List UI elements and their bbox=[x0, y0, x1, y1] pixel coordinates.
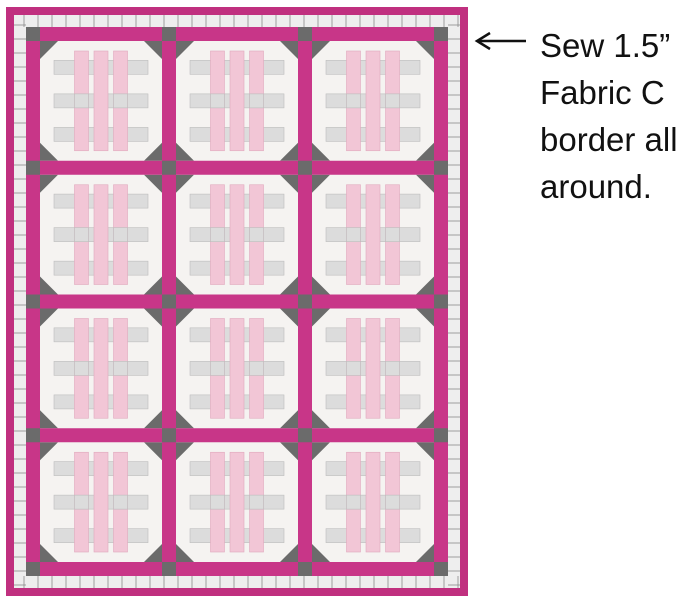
pink-weave-strip bbox=[94, 452, 108, 552]
weave-crossing bbox=[210, 361, 224, 375]
cornerstone bbox=[298, 161, 312, 175]
instruction-line-2: Fabric C bbox=[540, 69, 678, 116]
pink-weave-strip bbox=[230, 452, 244, 552]
weave-crossing bbox=[346, 94, 360, 108]
weave-crossing bbox=[210, 495, 224, 509]
cornerstone bbox=[162, 161, 176, 175]
weave-crossing bbox=[114, 361, 128, 375]
sashing-horizontal bbox=[26, 295, 448, 309]
pink-weave-strip bbox=[230, 319, 244, 419]
pink-weave-strip bbox=[366, 185, 380, 285]
sashing-horizontal bbox=[26, 161, 448, 175]
pink-weave-strip bbox=[366, 319, 380, 419]
cornerstone bbox=[434, 295, 448, 309]
pink-weave-strip bbox=[94, 185, 108, 285]
weave-crossing bbox=[74, 495, 88, 509]
weave-crossing bbox=[386, 361, 400, 375]
weave-crossing bbox=[114, 495, 128, 509]
cornerstone bbox=[26, 161, 40, 175]
weave-crossing bbox=[250, 361, 264, 375]
sashing-horizontal bbox=[26, 428, 448, 442]
weave-crossing bbox=[74, 361, 88, 375]
weave-crossing bbox=[346, 228, 360, 242]
cornerstone bbox=[298, 562, 312, 576]
weave-crossing bbox=[346, 495, 360, 509]
weave-crossing bbox=[210, 228, 224, 242]
cornerstone bbox=[434, 27, 448, 41]
weave-crossing bbox=[386, 495, 400, 509]
instruction-line-1: Sew 1.5” bbox=[540, 22, 678, 69]
cornerstone bbox=[434, 428, 448, 442]
cornerstone bbox=[162, 428, 176, 442]
weave-crossing bbox=[250, 228, 264, 242]
pink-weave-strip bbox=[94, 51, 108, 151]
cornerstone bbox=[162, 295, 176, 309]
weave-crossing bbox=[210, 94, 224, 108]
cornerstone bbox=[162, 562, 176, 576]
instruction-line-3: border all bbox=[540, 116, 678, 163]
pink-weave-strip bbox=[230, 51, 244, 151]
cornerstone bbox=[298, 295, 312, 309]
cornerstone bbox=[434, 562, 448, 576]
weave-crossing bbox=[74, 94, 88, 108]
weave-crossing bbox=[114, 94, 128, 108]
weave-crossing bbox=[346, 361, 360, 375]
cornerstone bbox=[26, 27, 40, 41]
weave-crossing bbox=[74, 228, 88, 242]
weave-crossing bbox=[250, 94, 264, 108]
cornerstone bbox=[26, 295, 40, 309]
cornerstone bbox=[434, 161, 448, 175]
pink-weave-strip bbox=[366, 452, 380, 552]
weave-crossing bbox=[386, 228, 400, 242]
cornerstone bbox=[26, 562, 40, 576]
pink-weave-strip bbox=[94, 319, 108, 419]
arrow-pointer bbox=[477, 33, 526, 49]
cornerstone bbox=[162, 27, 176, 41]
border-instruction: Sew 1.5” Fabric C border all around. bbox=[540, 22, 678, 210]
weave-crossing bbox=[114, 228, 128, 242]
pink-weave-strip bbox=[366, 51, 380, 151]
instruction-line-4: around. bbox=[540, 163, 678, 210]
sashing-horizontal bbox=[26, 562, 448, 576]
cornerstone bbox=[26, 428, 40, 442]
weave-crossing bbox=[386, 94, 400, 108]
weave-crossing bbox=[250, 495, 264, 509]
cornerstone bbox=[298, 428, 312, 442]
sashing-horizontal bbox=[26, 27, 448, 41]
cornerstone bbox=[298, 27, 312, 41]
pink-weave-strip bbox=[230, 185, 244, 285]
